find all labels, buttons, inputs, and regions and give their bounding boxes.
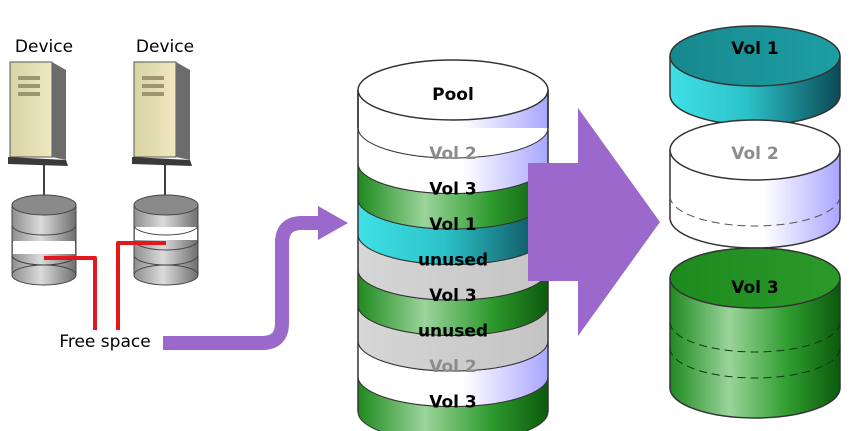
pool-segment-label: Vol 3 — [429, 392, 476, 412]
pool-segment-label: Vol 3 — [429, 286, 476, 306]
free-space-label: Free space — [59, 332, 150, 352]
free-space-lines — [44, 241, 166, 330]
device-2: Device — [132, 37, 199, 286]
disk-icon — [133, 194, 199, 286]
device-label: Device — [15, 37, 73, 57]
device-1: Device — [8, 37, 77, 286]
volume-label: Vol 3 — [731, 278, 778, 298]
disk-icon — [11, 194, 77, 286]
pool-segment-label: Vol 3 — [429, 179, 476, 199]
pool-segment-label: unused — [418, 250, 488, 270]
pool-segment-label: Vol 2 — [429, 357, 476, 377]
pool-segment-label: Vol 2 — [429, 144, 476, 164]
flow-arrow-icon — [163, 206, 348, 350]
server-icon — [8, 61, 68, 195]
server-icon — [132, 61, 192, 195]
device-label: Device — [136, 37, 194, 57]
volume-vol2: Vol 2 — [669, 119, 841, 249]
pool-segment-label: unused — [418, 321, 488, 341]
volume-label: Vol 1 — [731, 39, 778, 59]
volume-vol1: Vol 1 — [669, 25, 841, 126]
pool-segment-label: Vol 1 — [429, 215, 476, 235]
large-arrow-icon — [528, 108, 660, 336]
volume-label: Vol 2 — [731, 144, 778, 164]
pool-title: Pool — [432, 85, 474, 105]
volume-vol3: Vol 3 — [669, 247, 841, 419]
